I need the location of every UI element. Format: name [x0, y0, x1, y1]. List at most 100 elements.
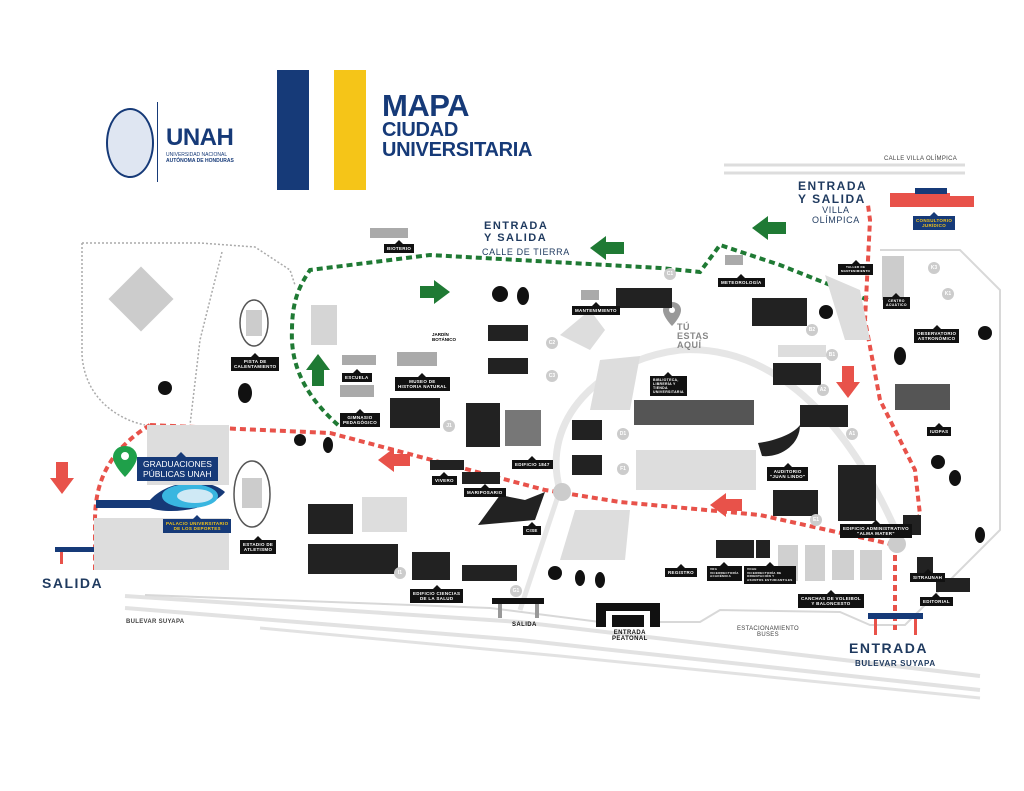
west-boundary-3 [189, 251, 223, 426]
badge-a2: A2 [817, 384, 829, 396]
graduaciones-callout: GRADUACIONES PÚBLICAS UNAH [137, 452, 218, 481]
gate-salida-sur [492, 598, 544, 618]
entrada-villa-olimpica-title: ENTRADA Y SALIDA [798, 180, 867, 206]
red-route [149, 204, 923, 548]
label-bioterio[interactable]: Bioterio [384, 240, 415, 253]
green-arrow-icon [306, 216, 786, 386]
entrada-calle-tierra-title: ENTRADA Y SALIDA [484, 220, 548, 244]
label-observatorio[interactable]: Observatorio Astronómico [914, 325, 960, 343]
label-sitraunah[interactable]: Sitraunah [910, 569, 946, 582]
estacionamiento-buses-label: ESTACIONAMIENTO BUSES [737, 626, 799, 638]
consultorio-juridico-building [890, 188, 974, 207]
entrada-bulevar-subtitle: BULEVAR SUYAPA [855, 659, 936, 668]
baseball-field [108, 266, 174, 332]
label-escuela[interactable]: Escuela [342, 369, 372, 382]
west-boundary-2 [81, 243, 146, 426]
tree-icons [158, 286, 992, 588]
label-voae[interactable]: VOAE Vicerrectoría de Orientación y Asun… [744, 562, 796, 584]
label-taller-mantenimiento[interactable]: Taller de mantenimiento [838, 260, 874, 275]
unah-logo-subtitle: UNIVERSIDAD NACIONAL AUTÓNOMA DE HONDURA… [166, 152, 234, 164]
unah-seal-logo [106, 108, 154, 178]
brand-bar-yellow [334, 70, 366, 190]
label-canchas[interactable]: Canchas de Voleibol y Baloncesto [798, 590, 864, 608]
map-subtitle-2: UNIVERSITARIA [382, 139, 533, 161]
label-palacio-deportes[interactable]: Palacio Universitario de los Deportes [163, 515, 232, 533]
label-edificio-1847[interactable]: Edificio 1847 [512, 456, 553, 469]
label-ciencias-salud[interactable]: Edificio Ciencias de la Salud [410, 585, 464, 603]
badge-k3: K3 [928, 262, 940, 274]
badge-g1: G1 [510, 585, 522, 597]
west-boundary [82, 242, 296, 286]
badge-c3: C3 [546, 370, 558, 382]
south-road [517, 489, 563, 611]
badge-c2: C2 [546, 337, 558, 349]
entrada-tierra-line2: Y SALIDA [484, 232, 548, 244]
bulevar-suyapa-road [124, 594, 981, 700]
salida-sur-label: SALIDA [512, 622, 537, 628]
pista-calentamiento-track [239, 299, 269, 347]
label-editorial[interactable]: Editorial [920, 593, 953, 606]
unah-subtitle-line1: UNIVERSIDAD NACIONAL [166, 152, 228, 158]
soccer-field [311, 305, 337, 345]
calle-villa-olimpica-road [724, 163, 965, 175]
bulevar-suyapa-label: BULEVAR SUYAPA [126, 619, 185, 625]
label-consultorio-juridico[interactable]: Consultorio Jurídico [913, 212, 956, 230]
label-museo[interactable]: Museo de Historia Natural [395, 373, 450, 391]
label-vra[interactable]: VRA Vicerrectoría Académica [707, 562, 742, 581]
unah-subtitle-line2: AUTÓNOMA DE HONDURAS [166, 158, 234, 164]
entrada-calle-tierra-subtitle: CALLE DE TIERRA [482, 247, 570, 257]
entrada-bulevar-title: ENTRADA [849, 640, 928, 656]
buildings-dark [308, 288, 970, 592]
estadio-atletismo-track [233, 460, 271, 528]
entrada-villa-olimpica-subtitle: VILLA OLÍMPICA [812, 205, 860, 225]
label-iudpas[interactable]: IUDPAS [927, 423, 952, 436]
label-meteorologia[interactable]: Meteorología [718, 274, 765, 287]
red-arrow-icon [50, 366, 860, 517]
label-vivero[interactable]: Vivero [432, 472, 457, 485]
unah-logo-text: UNAH [166, 124, 234, 151]
green-route [289, 242, 869, 427]
badge-c1: C1 [664, 268, 676, 280]
badge-a1: A1 [846, 428, 858, 440]
ring-road [552, 346, 904, 542]
you-are-here-label: TÚ ESTAS AQUÍ [677, 322, 709, 350]
label-jardin-botanico[interactable]: Jardín Botánico [432, 332, 456, 342]
label-registro[interactable]: Registro [665, 564, 697, 577]
map-title: MAPA [382, 88, 469, 123]
badge-b1: B1 [826, 349, 838, 361]
badge-f1: F1 [617, 463, 629, 475]
roundabout-east [888, 535, 906, 553]
campus-boundary [144, 249, 1001, 626]
label-centro-acuatico[interactable]: Centro Acuático [883, 293, 910, 309]
label-gimnasio[interactable]: Gimnasio Pedagógico [340, 409, 381, 427]
label-biblioteca[interactable]: Biblioteca, Librería y Tienda Universita… [650, 372, 687, 396]
label-auditorio[interactable]: Auditorio "Juan Lindo" [767, 463, 809, 481]
entrada-peatonal-label: ENTRADA PEATONAL [612, 630, 648, 642]
label-mariposario[interactable]: Mariposario [464, 484, 506, 497]
gate-entrada-peatonal [596, 603, 660, 627]
buildings-gray [340, 228, 904, 560]
calle-villa-olimpica-label: CALLE VILLA OLÍMPICA [884, 156, 958, 162]
label-pista-calentamiento[interactable]: Pista de Calentamiento [231, 353, 280, 371]
label-alma-mater[interactable]: Edificio Administrativo "Alma Mater" [840, 520, 912, 538]
label-estadio[interactable]: Estadio de Atletismo [240, 536, 277, 554]
entrada-tierra-line1: ENTRADA [484, 220, 549, 232]
gate-entrada-bulevar [868, 613, 923, 635]
salida-west-label: SALIDA [42, 575, 104, 591]
badge-k1: K1 [942, 288, 954, 300]
badge-d1: D1 [617, 428, 629, 440]
map-subtitle-1: CIUDAD [382, 119, 458, 141]
badge-i1: I1 [394, 567, 406, 579]
location-pin-icon [113, 446, 137, 477]
roundabout-west [553, 483, 571, 501]
brand-bar-navy [277, 70, 309, 190]
logo-divider [157, 102, 158, 182]
badge-e1: E1 [810, 514, 822, 526]
label-mantenimiento[interactable]: Mantenimiento [572, 302, 620, 315]
label-cise[interactable]: CISE [523, 522, 541, 535]
badge-j1: J1 [443, 420, 455, 432]
badge-b2: B2 [806, 324, 818, 336]
red-route-west [93, 423, 152, 570]
entrada-villa-line1: ENTRADA [798, 179, 868, 193]
